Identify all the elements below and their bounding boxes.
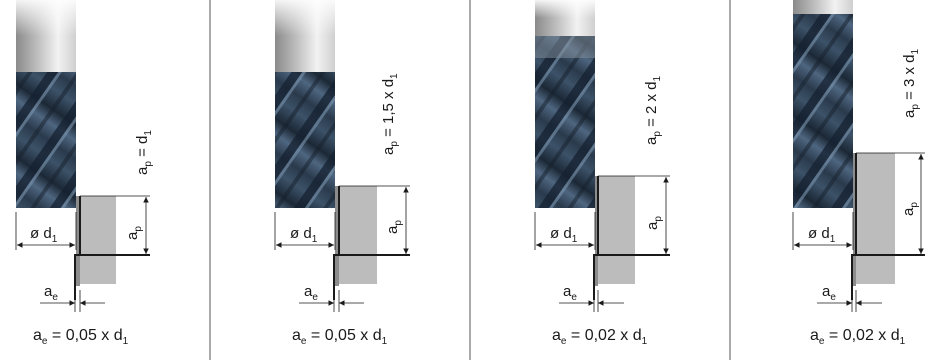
panel-2: ap ø d1 ae ap = 1,5 x d1 ae = 0,05 x d1 [274, 0, 410, 347]
ap-formula: ap = 2 x d1 [643, 75, 663, 145]
ap-formula: ap = 1,5 x d1 [380, 73, 400, 155]
panel-1: ap ø d1 ae ap = d1 ae = 0,05 x d1 [15, 0, 154, 347]
ae-formula: ae = 0,05 x d1 [292, 327, 388, 347]
ap-dim-label: ap [644, 216, 664, 230]
diameter-label: ø d1 [290, 225, 318, 245]
diameter-label: ø d1 [808, 225, 836, 245]
workpiece-block [853, 153, 895, 284]
tool-shank [793, 0, 853, 14]
ae-dim-label: ae [822, 283, 836, 303]
panel-4: ap ø d1 ae ap = 3 x d1 ae = 0,02 x d1 [792, 0, 925, 347]
workpiece-block [76, 196, 116, 284]
panel-3: ap ø d1 ae ap = 2 x d1 ae = 0,02 x d1 [534, 0, 670, 347]
end-mill-cutter [16, 72, 76, 208]
diameter-label: ø d1 [30, 225, 58, 245]
ap-dim-label: ap [384, 220, 404, 234]
ae-dim-label: ae [563, 283, 577, 303]
ae-formula: ae = 0,02 x d1 [810, 327, 906, 347]
end-mill-cutter [275, 72, 335, 208]
ap-formula: ap = d1 [134, 130, 154, 175]
ap-formula: ap = 3 x d1 [901, 48, 921, 118]
ae-dim-label: ae [44, 283, 58, 303]
ap-dim-label: ap [124, 226, 144, 240]
diameter-label: ø d1 [550, 225, 578, 245]
end-mill-cutter [793, 14, 853, 208]
ae-formula: ae = 0,02 x d1 [552, 327, 648, 347]
ae-dim-label: ae [304, 283, 318, 303]
ap-dim-label: ap [900, 202, 920, 216]
ae-formula: ae = 0,05 x d1 [33, 327, 129, 347]
end-mill-cutter [535, 36, 595, 208]
workpiece-block [335, 186, 377, 284]
workpiece-block [595, 176, 635, 284]
